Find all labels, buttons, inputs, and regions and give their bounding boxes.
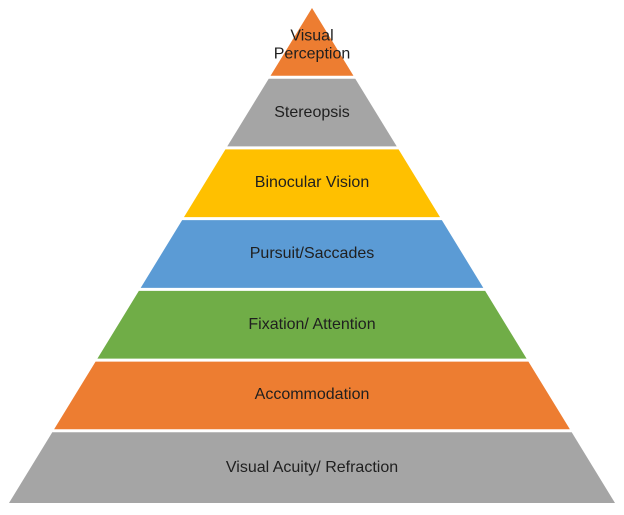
pyramid-level-shape-7	[9, 432, 615, 503]
pyramid-level-shape-6	[54, 361, 570, 430]
pyramid-level-shape-5	[97, 290, 527, 359]
pyramid-level-shape-4	[140, 220, 484, 288]
pyramid-level-shape-3	[183, 149, 441, 218]
